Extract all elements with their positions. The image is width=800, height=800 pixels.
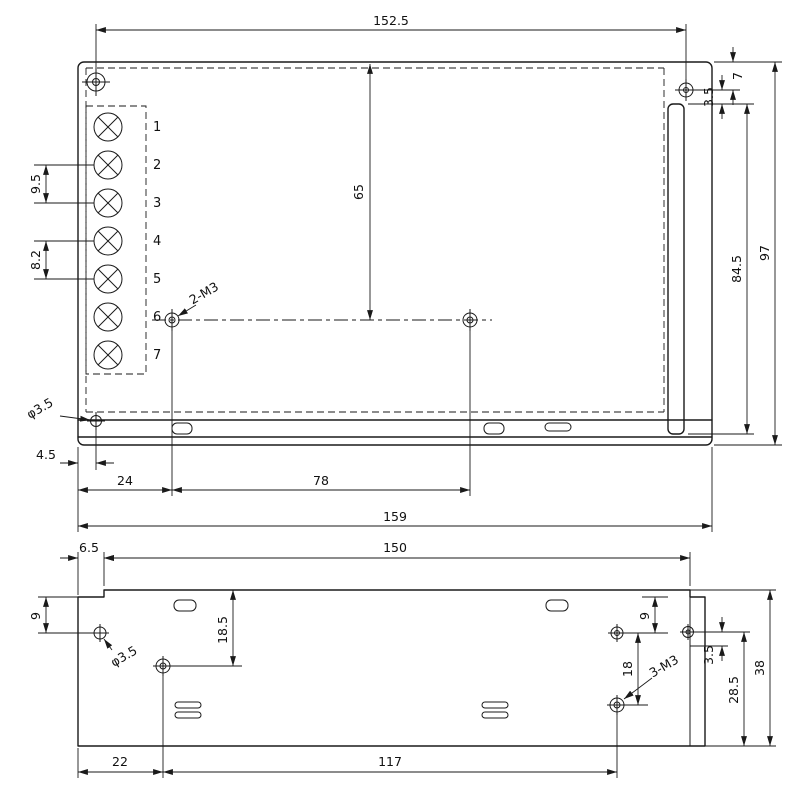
base-m3-holes xyxy=(152,309,492,331)
dim-top-to-centerline: 65 xyxy=(351,64,373,320)
chassis-outline xyxy=(77,61,713,446)
dim-side-overall-height: 38 xyxy=(690,589,776,746)
terminal-number-7: 7 xyxy=(153,348,161,363)
dim-lid-offset: 6.5 xyxy=(60,540,122,595)
terminal-number-4: 4 xyxy=(153,234,161,249)
dim-top-to-m3: 18.5 xyxy=(170,590,242,667)
dim-lid-offset-label: 6.5 xyxy=(79,540,99,555)
dim-overall-height-label: 97 xyxy=(757,245,772,261)
dim-lid-length: 150 xyxy=(104,540,691,586)
dim-m3-pitch-label: 18 xyxy=(620,661,635,677)
dim-hole-offset-top: 3.5 xyxy=(701,75,725,119)
dim-hole-offset-side: 3.5 xyxy=(694,617,750,665)
terminal-block: 1 2 3 4 5 6 xyxy=(85,105,161,375)
dim-side-overall-height-label: 38 xyxy=(752,660,767,676)
dim-overall-width: 159 xyxy=(78,447,713,532)
dim-side-m3-span-label: 117 xyxy=(378,754,402,769)
terminal-number-1: 1 xyxy=(153,120,161,135)
dim-flange-height-label: 84.5 xyxy=(729,255,744,283)
dim-top-to-hole-left: 9 xyxy=(28,596,93,634)
dim-side-edge-to-m3-label: 22 xyxy=(112,754,128,769)
dim-edge-to-hole-label: 7 xyxy=(730,72,745,80)
side-holes xyxy=(91,624,696,715)
dim-top-to-hole-right: 9 xyxy=(624,596,668,634)
vent-slots xyxy=(174,701,509,719)
label-hole-dia-side: φ3.5 xyxy=(103,638,140,670)
dim-top-to-hole-right-label: 9 xyxy=(637,612,652,620)
dim-edge-to-hole: 7 xyxy=(694,47,745,105)
dim-edge-to-m3-label: 24 xyxy=(117,473,133,488)
dim-hole-to-bottom-label: 28.5 xyxy=(726,676,741,704)
dim-edge-to-hole-x-label: 4.5 xyxy=(36,447,56,462)
side-outline xyxy=(77,589,706,747)
dim-top-to-hole-left-label: 9 xyxy=(28,612,43,620)
dim-overall-width-label: 159 xyxy=(383,509,407,524)
dim-terminal-pitch-a: 9.5 xyxy=(28,164,94,204)
dim-m3-pitch: 18 xyxy=(620,633,648,706)
dim-terminal-pitch-b: 8.2 xyxy=(28,240,94,280)
dim-terminal-pitch-b-label: 8.2 xyxy=(28,250,43,270)
dim-mounting-hole-span: 152.5 xyxy=(95,13,687,81)
dim-edge-to-m3: 24 xyxy=(78,327,173,496)
terminal-number-5: 5 xyxy=(153,272,161,287)
label-2m3: 2-M3 xyxy=(177,279,221,317)
dim-hole-offset-top-label: 3.5 xyxy=(701,87,716,107)
label-2m3-text: 2-M3 xyxy=(186,279,221,308)
dim-m3-span: 78 xyxy=(172,327,471,496)
label-hole-dia-top: φ3.5 xyxy=(24,395,91,422)
terminal-number-2: 2 xyxy=(153,158,161,173)
dim-lid-length-label: 150 xyxy=(383,540,407,555)
label-hole-dia-side-text: φ3.5 xyxy=(108,643,140,670)
dim-top-to-centerline-label: 65 xyxy=(351,184,366,200)
dim-top-to-m3-label: 18.5 xyxy=(215,616,230,644)
corner-mounting-holes xyxy=(82,68,697,101)
label-hole-dia-top-text: φ3.5 xyxy=(24,395,56,422)
dim-side-edge-to-m3: 22 xyxy=(77,673,164,778)
dim-hole-to-bottom: 28.5 xyxy=(705,632,776,747)
cover-dashed-outline xyxy=(85,67,665,413)
base-flange-features xyxy=(87,412,572,435)
dim-overall-height: 97 xyxy=(714,61,782,446)
dim-terminal-pitch-a-label: 9.5 xyxy=(28,174,43,194)
top-view: 1 2 3 4 5 6 xyxy=(24,13,782,532)
dim-side-m3-span: 117 xyxy=(163,712,618,778)
dim-flange-height: 84.5 xyxy=(688,103,754,435)
dim-hole-offset-side-label: 3.5 xyxy=(701,645,716,665)
terminal-number-6: 6 xyxy=(153,310,161,325)
dim-edge-to-hole-x: 4.5 xyxy=(36,427,114,532)
dim-m3-span-label: 78 xyxy=(313,473,329,488)
terminal-number-3: 3 xyxy=(153,196,161,211)
dim-mounting-hole-span-label: 152.5 xyxy=(373,13,409,28)
label-3m3-text: 3-M3 xyxy=(646,652,681,681)
side-view: 6.5 150 9 φ3.5 18.5 xyxy=(28,540,776,778)
